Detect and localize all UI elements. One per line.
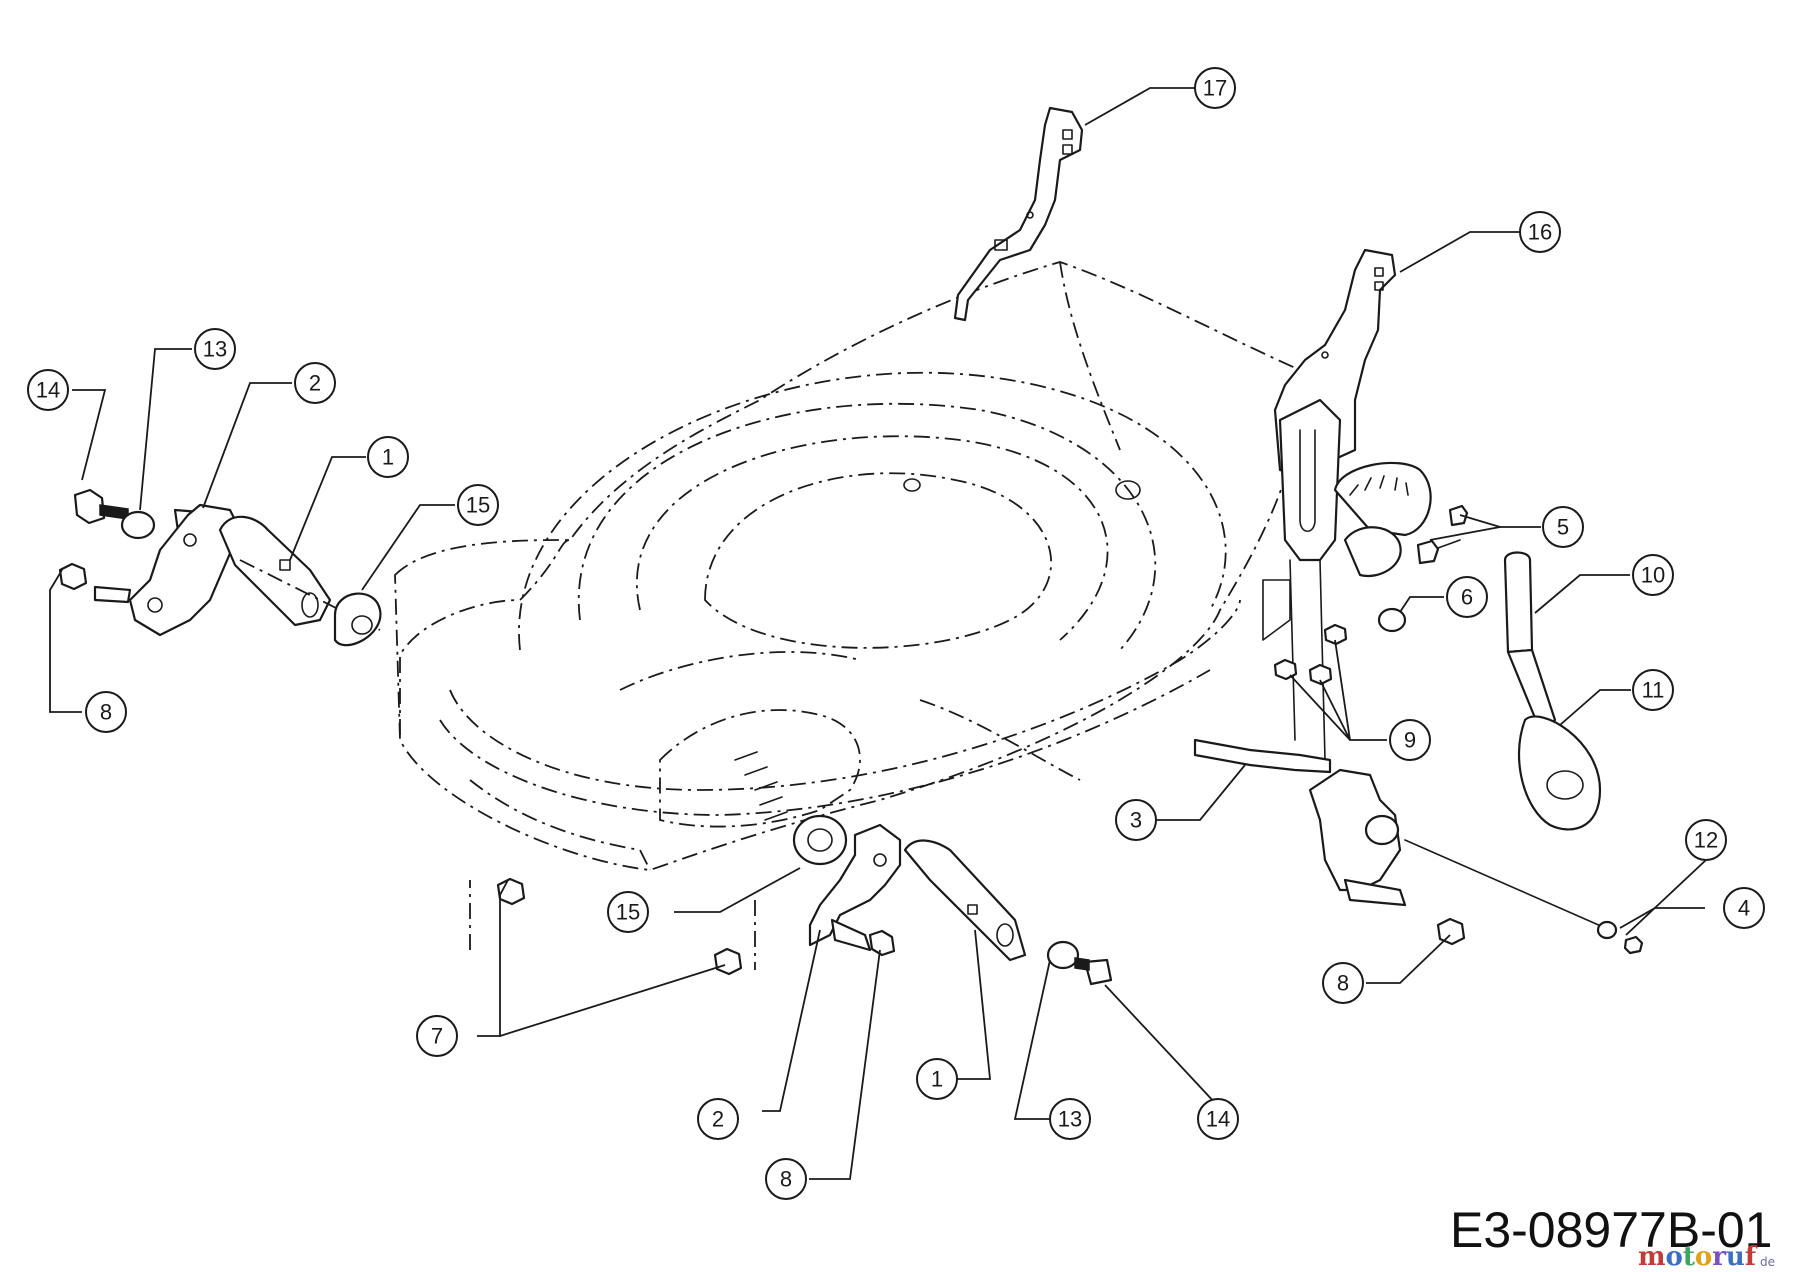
leader-lines: [49, 87, 1707, 1180]
washer-12-bolt-4: [1596, 920, 1644, 955]
callout-11: 11: [1632, 669, 1674, 711]
svg-text:3: 3: [1130, 808, 1142, 833]
svg-text:14: 14: [36, 378, 60, 403]
callout-15-lower: 15: [607, 891, 649, 933]
svg-text:8: 8: [1337, 971, 1349, 996]
front-left-wheel-assembly: [58, 488, 382, 647]
rivet-6: [1377, 607, 1407, 633]
svg-text:12: 12: [1694, 828, 1718, 853]
svg-text:8: 8: [100, 700, 112, 725]
callout-8-lower: 8: [765, 1158, 807, 1200]
callout-7: 7: [416, 1015, 458, 1057]
handle-bracket-left: [953, 106, 1084, 322]
callout-1: 1: [367, 436, 409, 478]
callout-12: 12: [1685, 819, 1727, 861]
svg-text:7: 7: [431, 1024, 443, 1049]
svg-text:15: 15: [616, 900, 640, 925]
svg-text:10: 10: [1641, 563, 1665, 588]
callout-6: 6: [1446, 576, 1488, 618]
svg-text:8: 8: [780, 1167, 792, 1192]
mower-deck: [394, 261, 1302, 970]
svg-text:1: 1: [931, 1067, 943, 1092]
drawing-code: E3-08977B-01: [1450, 1202, 1772, 1258]
watermark-suffix: de: [1760, 1255, 1775, 1269]
callout-8: 8: [85, 691, 127, 733]
callout-13: 13: [194, 328, 236, 370]
callout-14-lower: 14: [1197, 1098, 1239, 1140]
svg-text:17: 17: [1203, 76, 1227, 101]
callout-13-lower: 13: [1049, 1098, 1091, 1140]
callout-3: 3: [1115, 799, 1157, 841]
callout-2-lower: 2: [697, 1098, 739, 1140]
svg-text:5: 5: [1557, 515, 1569, 540]
callouts: 17 16 14 13 2 1 15 8 5 6 10 11 9 3 12 4 …: [27, 67, 1765, 1200]
callout-14: 14: [27, 369, 69, 411]
callout-4: 4: [1723, 887, 1765, 929]
svg-text:13: 13: [203, 337, 227, 362]
watermark-text: motoruf: [1638, 1242, 1758, 1272]
front-right-wheel-assembly: [792, 814, 1113, 986]
svg-text:2: 2: [309, 371, 321, 396]
callout-8-right: 8: [1322, 962, 1364, 1004]
height-lever: [1503, 551, 1602, 831]
callout-17: 17: [1194, 67, 1236, 109]
svg-text:13: 13: [1058, 1107, 1082, 1132]
callout-15: 15: [457, 484, 499, 526]
callout-1-lower: 1: [916, 1058, 958, 1100]
svg-text:16: 16: [1528, 220, 1552, 245]
svg-text:14: 14: [1206, 1107, 1230, 1132]
handle-bracket-right: [1262, 248, 1432, 761]
callout-16: 16: [1519, 211, 1561, 253]
svg-text:9: 9: [1404, 728, 1416, 753]
bolt-5: [1416, 504, 1469, 565]
callout-9: 9: [1389, 719, 1431, 761]
nut-8-right: [1436, 917, 1466, 946]
svg-text:1: 1: [382, 445, 394, 470]
svg-text:6: 6: [1461, 585, 1473, 610]
svg-text:2: 2: [712, 1107, 724, 1132]
watermark-logo: motoruf de: [1638, 1242, 1775, 1272]
callout-5: 5: [1542, 506, 1584, 548]
nuts-9: [1273, 623, 1348, 686]
svg-text:4: 4: [1738, 896, 1750, 921]
callout-10: 10: [1632, 554, 1674, 596]
svg-text:15: 15: [466, 493, 490, 518]
rear-axle: [1193, 738, 1611, 931]
svg-text:11: 11: [1642, 678, 1665, 703]
callout-2: 2: [294, 362, 336, 404]
